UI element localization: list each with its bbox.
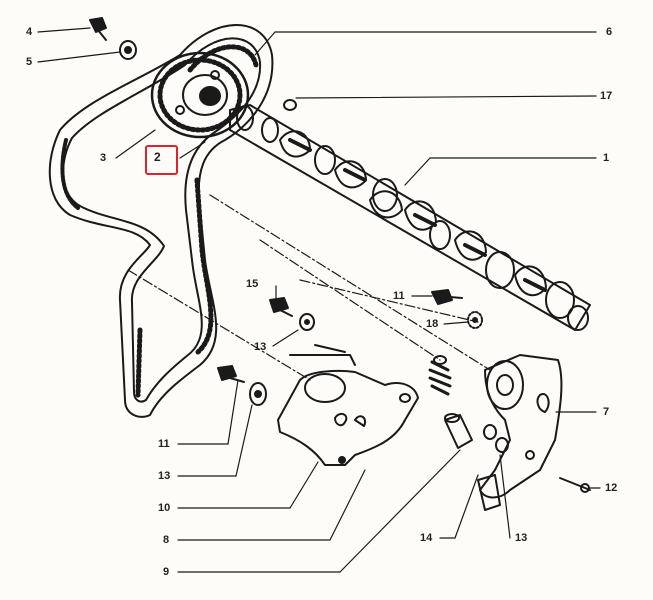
spring-plunger xyxy=(428,355,501,511)
alignment-lines xyxy=(127,194,491,381)
leader-lines xyxy=(37,27,601,573)
callout-4: 4 xyxy=(26,26,33,38)
callout-12: 12 xyxy=(605,482,618,494)
highlight-box xyxy=(145,145,178,175)
callout-5: 5 xyxy=(26,56,33,68)
callout-1: 1 xyxy=(603,152,610,164)
callout-11-top: 11 xyxy=(393,290,405,302)
callout-8: 8 xyxy=(163,534,170,546)
callout-17: 17 xyxy=(600,90,613,102)
camshaft xyxy=(229,104,591,331)
callout-13-top: 13 xyxy=(254,341,267,353)
callout-9: 9 xyxy=(163,566,170,578)
callout-15: 15 xyxy=(246,278,259,290)
tensioner-plate xyxy=(479,354,563,499)
callout-13-left: 13 xyxy=(158,470,171,482)
callout-14: 14 xyxy=(420,532,433,544)
tensioner-bracket xyxy=(277,344,419,466)
callout-10: 10 xyxy=(158,502,171,514)
callout-2: 2 xyxy=(154,150,161,164)
callout-13-bottom: 13 xyxy=(515,532,528,544)
bolt-and-washer xyxy=(89,17,137,60)
callout-7: 7 xyxy=(603,406,610,418)
small-fasteners xyxy=(217,99,591,493)
camshaft-pulley xyxy=(150,51,250,139)
callout-6: 6 xyxy=(606,26,613,38)
callout-11-left: 11 xyxy=(158,438,170,450)
callout-18: 18 xyxy=(426,318,439,330)
callout-3: 3 xyxy=(100,152,107,164)
